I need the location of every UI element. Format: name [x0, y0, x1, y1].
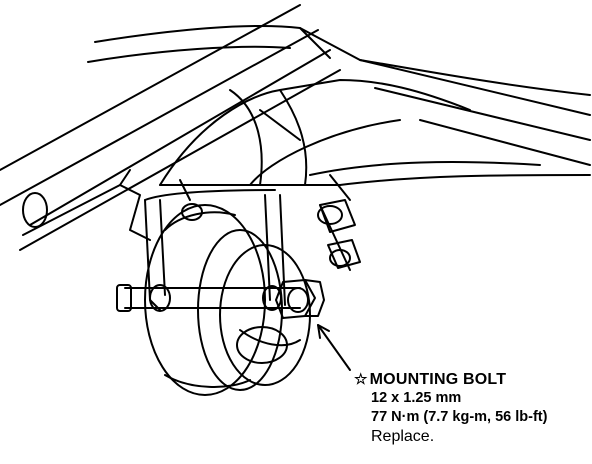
star-icon: ☆: [354, 371, 368, 388]
through-bolt: [116, 279, 325, 319]
frame-rails: [87, 24, 591, 166]
replace-note: Replace.: [371, 428, 435, 445]
mount-bracket: [144, 174, 351, 311]
torque-spec: 77 N·m (7.7 kg-m, 56 lb-ft): [371, 409, 548, 425]
subframe-gusset: [159, 79, 591, 186]
mounting-bolt-callout: ☆MOUNTING BOLT 12 x 1.25 mm 77 N·m (7.7 …: [354, 370, 547, 446]
diagonal-arm: [0, 4, 341, 251]
leader-arrow: [317, 324, 351, 371]
bolt-size: 12 x 1.25 mm: [371, 390, 462, 406]
callout-title: MOUNTING BOLT: [369, 371, 507, 388]
